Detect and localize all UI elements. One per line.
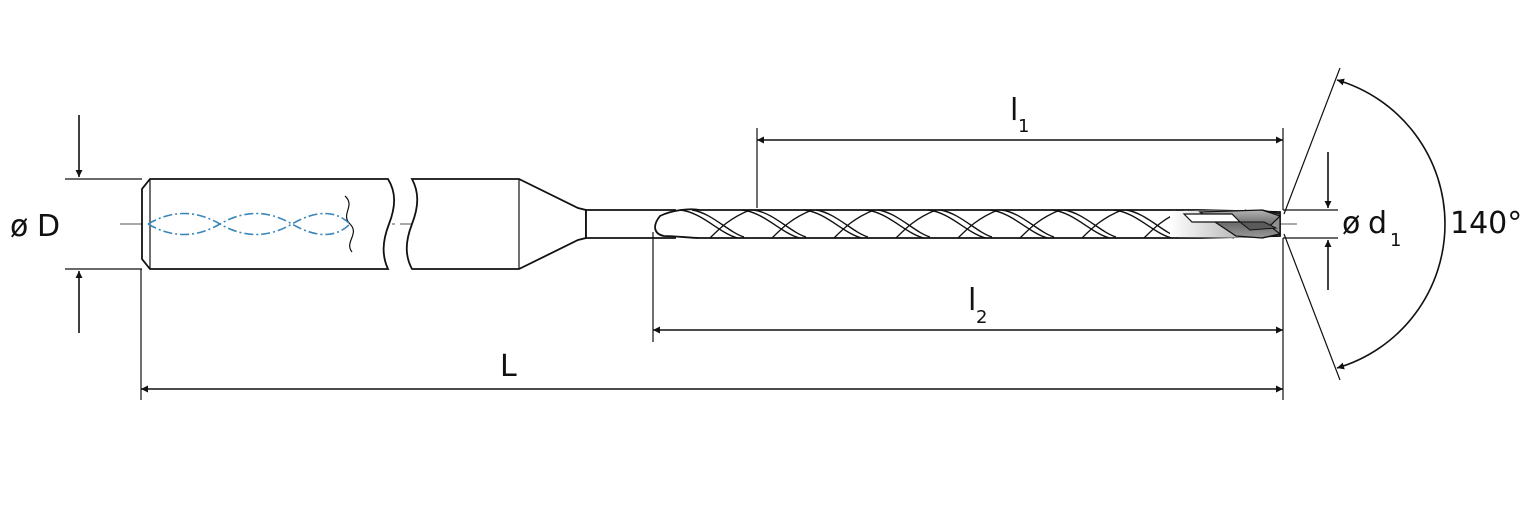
dimension-tip-diameter xyxy=(1283,152,1338,290)
tip-diameter-subscript: 1 xyxy=(1390,230,1401,251)
flute-edge xyxy=(1001,209,1055,238)
flute-back xyxy=(771,209,813,239)
flute-edge xyxy=(1063,209,1117,238)
flute-length-subscript: 1 xyxy=(1018,116,1029,137)
flute-back xyxy=(709,209,751,239)
drill-tip xyxy=(1170,209,1282,239)
flute-back xyxy=(895,209,937,239)
usable-length-label: l xyxy=(968,283,976,318)
reduced-neck xyxy=(585,209,676,239)
flute-edge xyxy=(803,209,863,239)
flute-edge xyxy=(1113,209,1173,239)
flute-back xyxy=(1019,209,1061,239)
flute-edge xyxy=(877,209,931,238)
flute-edge xyxy=(1051,209,1111,239)
shank-diameter-label: D xyxy=(37,209,60,244)
point-angle-label: 140° xyxy=(1450,206,1522,241)
flute-back xyxy=(1081,209,1123,239)
shank xyxy=(141,178,396,270)
flute-edge xyxy=(753,209,807,238)
flute-edge xyxy=(679,209,739,239)
flute-edge xyxy=(865,209,925,239)
dimension-point-angle xyxy=(1283,67,1446,381)
tip-diameter-label: d xyxy=(1368,206,1387,241)
flute-back xyxy=(957,209,999,239)
flute-edge xyxy=(927,209,987,239)
overall-length-label: L xyxy=(500,349,517,384)
dimension-overall-length xyxy=(140,269,1283,400)
flute-edge xyxy=(989,209,1049,239)
flute-edge xyxy=(815,209,869,238)
flute-length-label: l xyxy=(1010,93,1018,128)
usable-length-subscript: 2 xyxy=(976,307,987,328)
coolant-channels xyxy=(147,212,351,236)
tip-diameter-symbol: ø xyxy=(1342,206,1360,241)
shank-diameter-symbol: ø xyxy=(10,209,28,244)
flute-edge xyxy=(741,209,801,239)
helical-flutes xyxy=(679,209,1247,239)
dimension-shank-diameter xyxy=(65,115,142,333)
dimension-usable-length xyxy=(652,232,1284,400)
flute-back xyxy=(833,209,875,239)
flute-edge xyxy=(939,209,993,238)
dimension-flute-length xyxy=(756,128,1284,210)
flute-edge xyxy=(691,209,745,238)
neck-section xyxy=(405,178,587,270)
